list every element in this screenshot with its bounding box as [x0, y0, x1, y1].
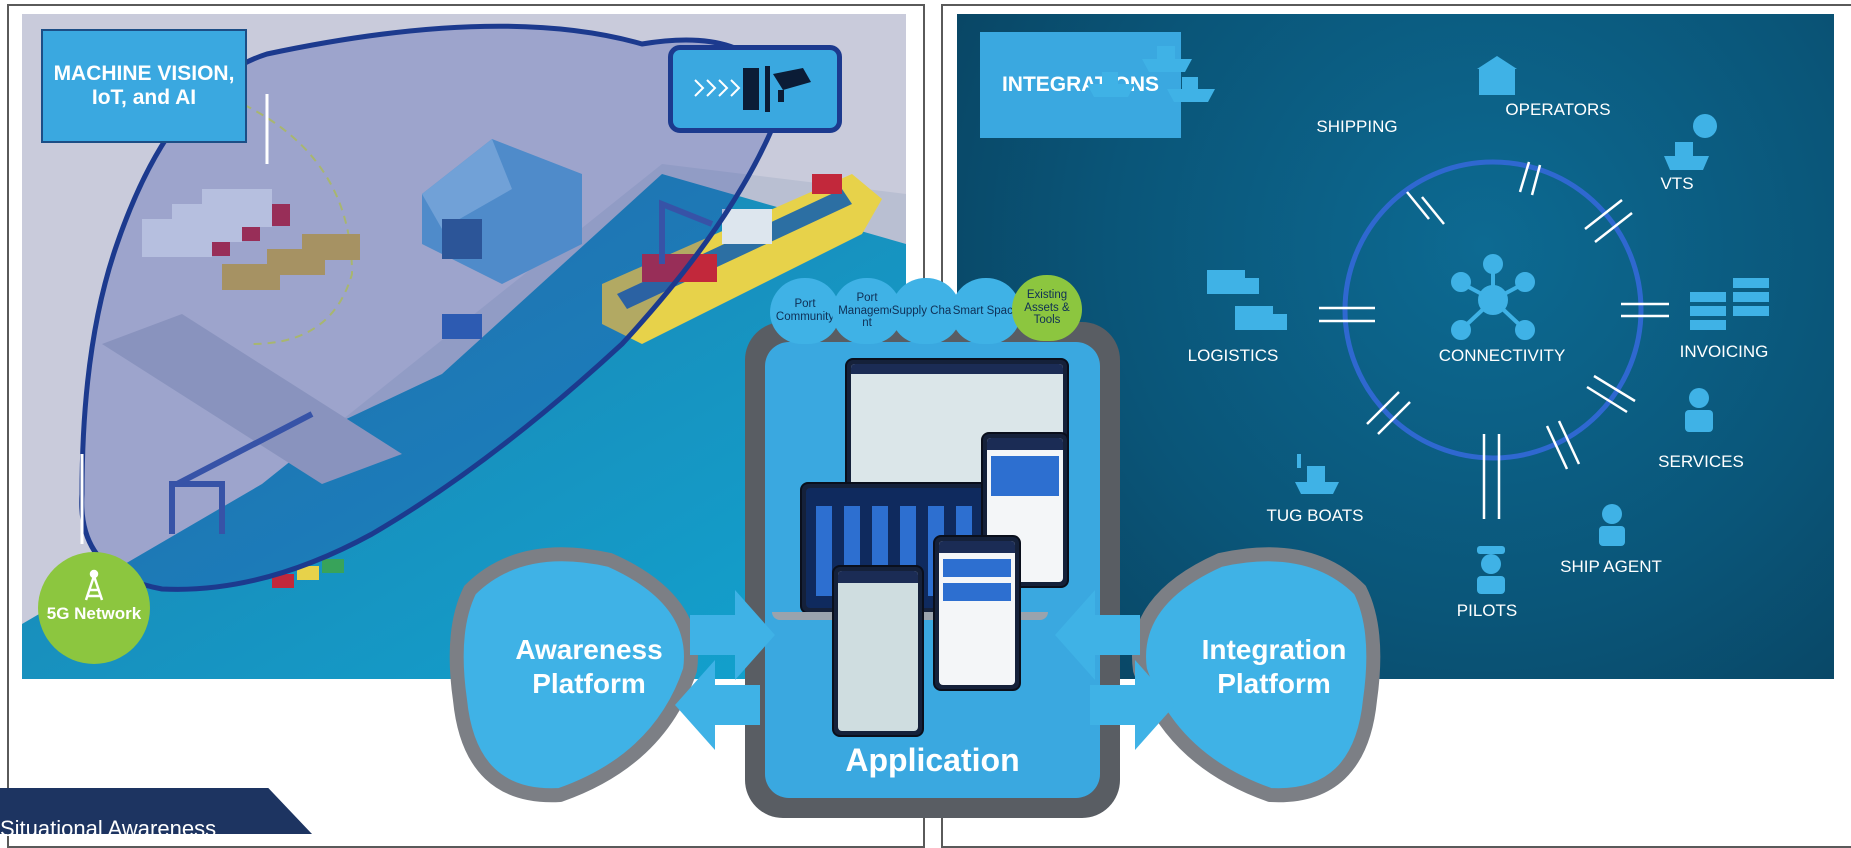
antenna-icon — [84, 569, 104, 601]
crane — [169, 199, 714, 534]
tab-port-management: Port Manageme nt — [832, 278, 902, 344]
phone-mockup-map — [832, 565, 924, 737]
situational-awareness-label: Situational Awareness — [0, 816, 217, 841]
tab-existing-assets: Existing Assets & Tools — [1012, 275, 1082, 341]
ship-icon — [1087, 46, 1215, 102]
network-badge: 5G Network — [38, 552, 150, 664]
camera-icon — [694, 66, 811, 112]
node-ship-agent: SHIP AGENT — [1560, 557, 1662, 576]
warehouse — [422, 139, 582, 284]
trucks — [142, 189, 482, 339]
node-operators: OPERATORS — [1505, 100, 1611, 119]
node-shipping: SHIPPING — [1316, 117, 1398, 136]
situational-awareness-tab — [0, 788, 312, 834]
phone-mockup-right — [981, 432, 1069, 588]
machine-vision-title: MACHINE VISION, IoT, and AI — [41, 29, 247, 143]
tab-smart-space: Smart Space — [951, 278, 1021, 344]
worker-icon — [1685, 388, 1713, 432]
node-vts: VTS — [1660, 174, 1694, 193]
awareness-platform-label: Awareness Platform — [515, 634, 663, 699]
node-services: SERVICES — [1658, 452, 1744, 471]
hub-label: CONNECTIVITY — [1438, 346, 1566, 365]
pilot-icon — [1477, 546, 1505, 594]
phone-mockup-center — [933, 535, 1021, 691]
server-icon — [1690, 278, 1769, 330]
integrations-title: INTEGRATIONS — [980, 32, 1181, 138]
node-pilots: PILOTS — [1456, 601, 1518, 620]
connectivity-icon — [1451, 254, 1535, 340]
tugboat-icon — [1295, 454, 1339, 494]
node-invoicing: INVOICING — [1679, 342, 1769, 361]
camera-callout — [668, 45, 842, 133]
tab-supply-chain: Supply Chain — [891, 278, 961, 344]
integration-platform-label: Integration Platform — [1201, 634, 1347, 699]
truck-icon — [1207, 270, 1287, 330]
node-logistics: LOGISTICS — [1187, 346, 1279, 365]
agent-icon — [1599, 504, 1625, 546]
vts-icon — [1664, 114, 1717, 170]
building-icon — [1477, 56, 1517, 95]
tab-port-community: Port Community — [770, 278, 840, 344]
integrations-diagram — [1087, 46, 1769, 594]
node-tug-boats: TUG BOATS — [1266, 506, 1364, 525]
application-label: Application — [845, 742, 1020, 778]
network-badge-label: 5G Network — [46, 604, 142, 623]
